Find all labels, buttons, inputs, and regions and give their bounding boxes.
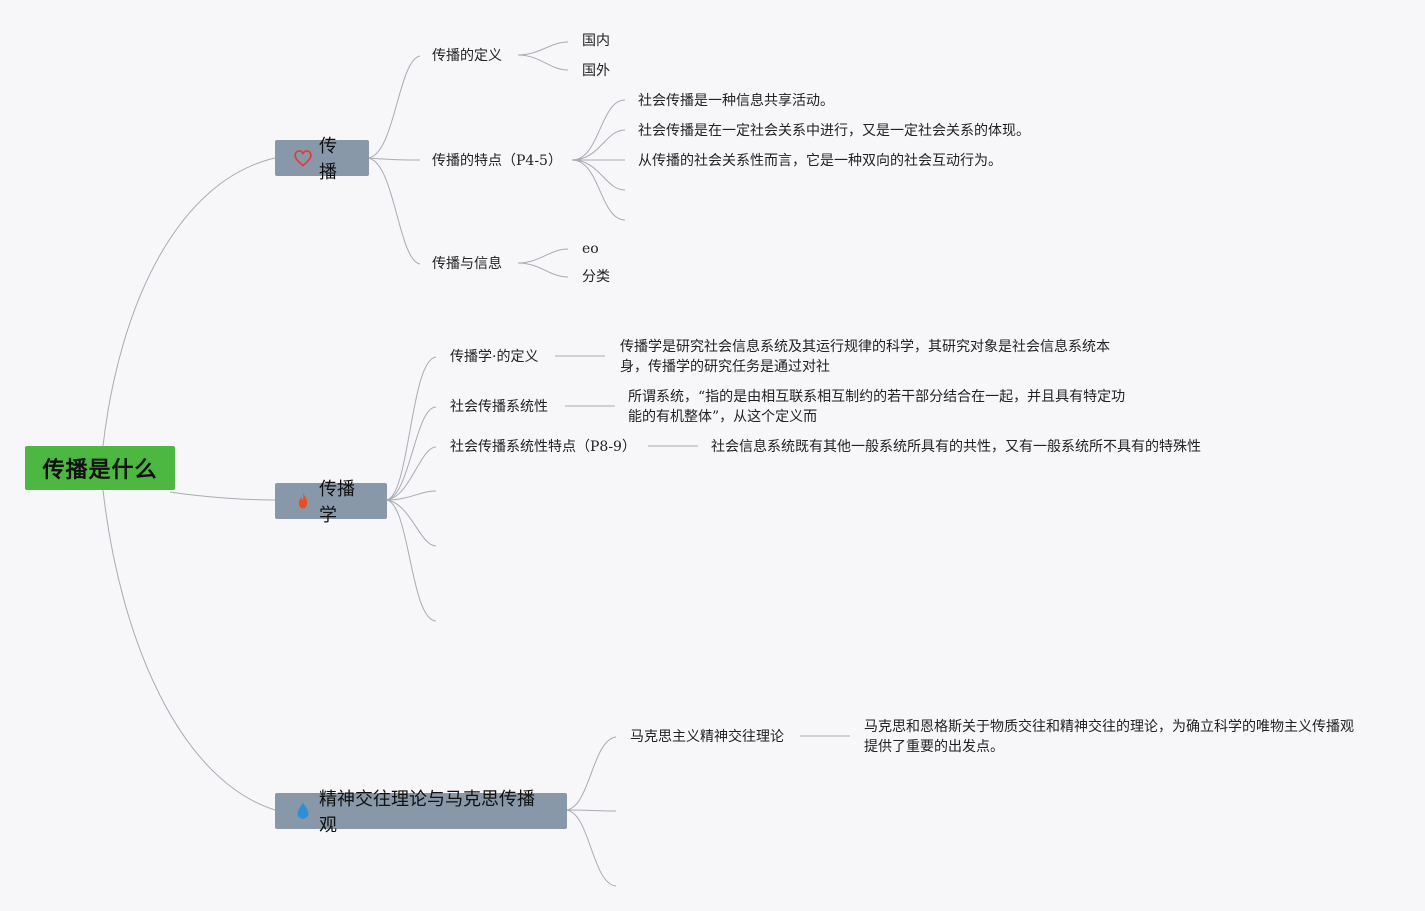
leaf-foreign[interactable]: 国外 <box>582 63 610 79</box>
subtopic-information[interactable]: 传播与信息 <box>432 256 502 272</box>
topic-label: 传播学 <box>319 479 355 526</box>
subtopic-features[interactable]: 传播的特点（P4-5） <box>432 153 562 169</box>
detail-marxist-theory[interactable]: 马克思和恩格斯关于物质交往和精神交往的理论，为确立科学的唯物主义传播观提供了重要… <box>864 719 1354 755</box>
topic-marx-theory[interactable]: 精神交往理论与马克思传播观 <box>275 789 567 836</box>
leaf-feature-2[interactable]: 社会传播是在一定社会关系中进行，又是一定社会关系的体现。 <box>638 123 1030 139</box>
leaf-classification[interactable]: 分类 <box>582 269 610 285</box>
subtopic-studies-definition[interactable]: 传播学·的定义 <box>450 349 539 365</box>
detail-system-features[interactable]: 社会信息系统既有其他一般系统所具有的共性，又有一般系统所不具有的特殊性 <box>711 439 1201 455</box>
topic-label: 精神交往理论与马克思传播观 <box>319 789 535 836</box>
subtopic-system-features[interactable]: 社会传播系统性特点（P8-9） <box>450 439 636 455</box>
root-node[interactable]: 传播是什么 <box>25 446 175 490</box>
fire-icon <box>293 491 313 511</box>
topic-communication-studies[interactable]: 传播学 <box>275 479 387 526</box>
topic-label: 传播 <box>319 136 337 183</box>
subtopic-marxist-theory[interactable]: 马克思主义精神交往理论 <box>630 729 784 745</box>
heart-icon <box>293 148 313 168</box>
water-drop-icon <box>293 801 313 821</box>
detail-studies-definition[interactable]: 传播学是研究社会信息系统及其运行规律的科学，其研究对象是社会信息系统本身，传播学… <box>620 339 1110 375</box>
leaf-feature-1[interactable]: 社会传播是一种信息共享活动。 <box>638 93 834 109</box>
leaf-feature-3[interactable]: 从传播的社会关系性而言，它是一种双向的社会互动行为。 <box>638 153 1002 169</box>
topic-communication[interactable]: 传播 <box>275 136 369 183</box>
detail-social-system[interactable]: 所谓系统，“指的是由相互联系相互制约的若干部分结合在一起，并且具有特定功能的有机… <box>628 389 1126 425</box>
subtopic-social-system[interactable]: 社会传播系统性 <box>450 399 548 415</box>
subtopic-definition[interactable]: 传播的定义 <box>432 48 502 64</box>
leaf-domestic[interactable]: 国内 <box>582 33 610 49</box>
leaf-eo[interactable]: eo <box>582 241 599 257</box>
